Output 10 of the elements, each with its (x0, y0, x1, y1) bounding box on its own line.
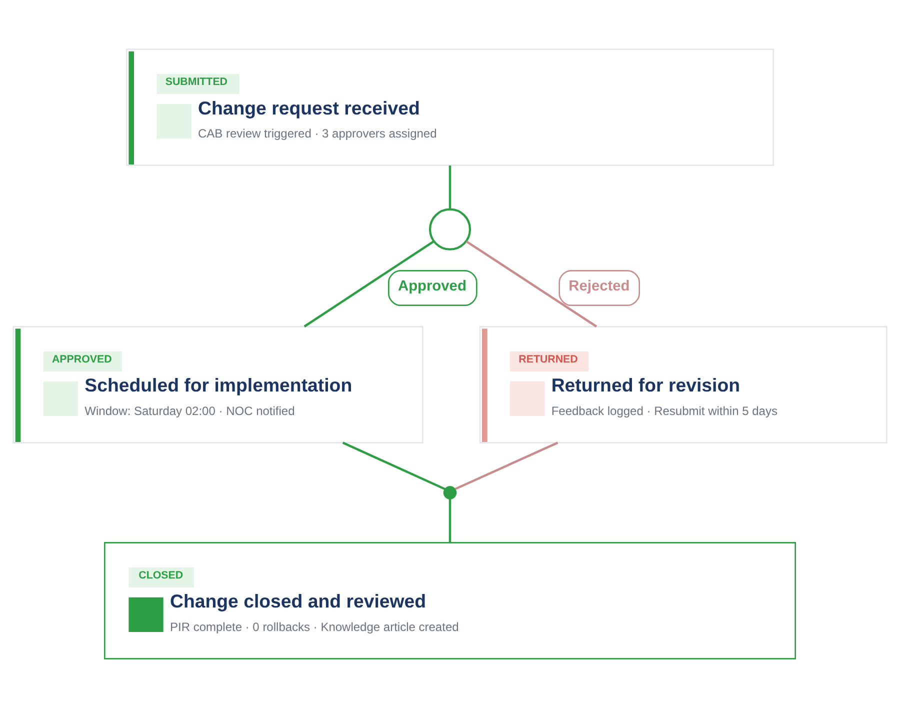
connector (454, 442, 558, 490)
edge-label: Approved (398, 278, 466, 294)
connector (448, 166, 452, 209)
connector (342, 442, 446, 490)
connector (448, 499, 452, 542)
edge-label: Rejected (568, 278, 630, 294)
connector (304, 240, 434, 328)
node-circle (443, 486, 457, 500)
node-circle (428, 208, 472, 250)
connector (466, 240, 598, 328)
